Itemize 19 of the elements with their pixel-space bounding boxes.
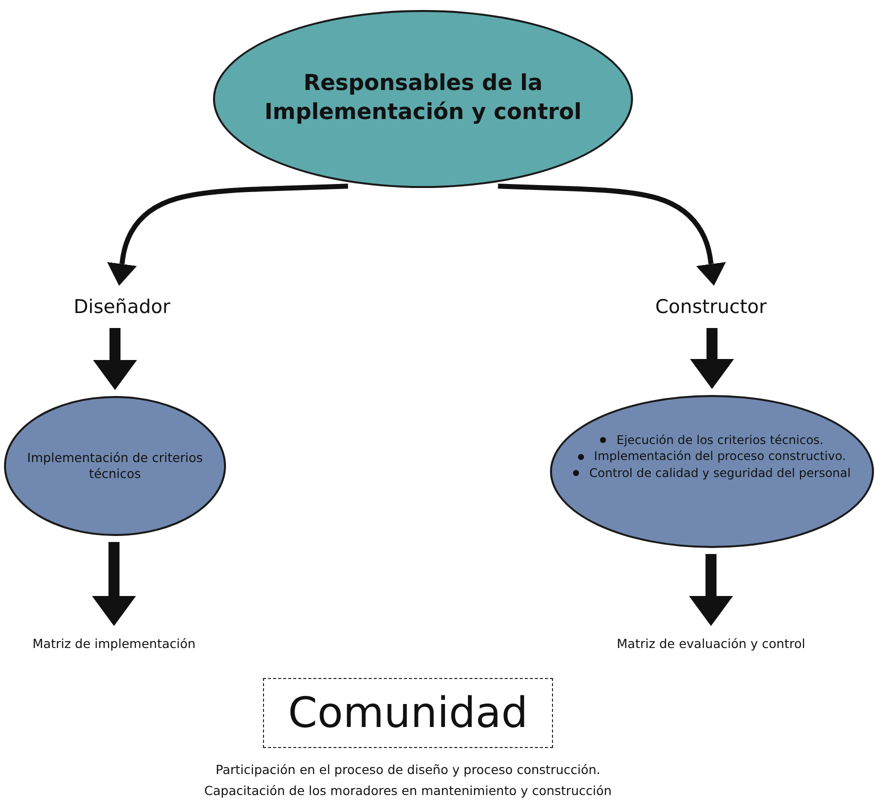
dashed-box bbox=[263, 678, 553, 748]
node-label: Constructor bbox=[641, 292, 781, 322]
arrow bbox=[107, 184, 348, 286]
arrow bbox=[93, 328, 137, 390]
arrow bbox=[690, 328, 734, 389]
node-text: Control de calidad y seguridad del personal bbox=[589, 464, 851, 481]
node-text: Ejecución de los criterios técnicos. bbox=[616, 432, 824, 448]
node-label: Matriz de implementación bbox=[14, 632, 214, 654]
node-label: Matriz de evaluación y control bbox=[596, 632, 826, 654]
node-text: Comunidad bbox=[288, 686, 528, 739]
arrow bbox=[92, 542, 136, 626]
note-text: Participación en el proceso de diseño y proceso construcción. bbox=[214, 762, 602, 777]
arrow bbox=[689, 554, 733, 626]
node-text: Implementación del proceso constructivo. bbox=[594, 448, 846, 465]
node-label: Diseñador bbox=[52, 292, 192, 322]
node-text: Implementación de criterios técnicos bbox=[26, 450, 204, 482]
note-text: Capacitación de los moradores en mantenimiento y construcción bbox=[203, 783, 613, 798]
node-text: Responsables de la Implementación y control bbox=[263, 70, 583, 127]
arrow bbox=[498, 184, 726, 286]
